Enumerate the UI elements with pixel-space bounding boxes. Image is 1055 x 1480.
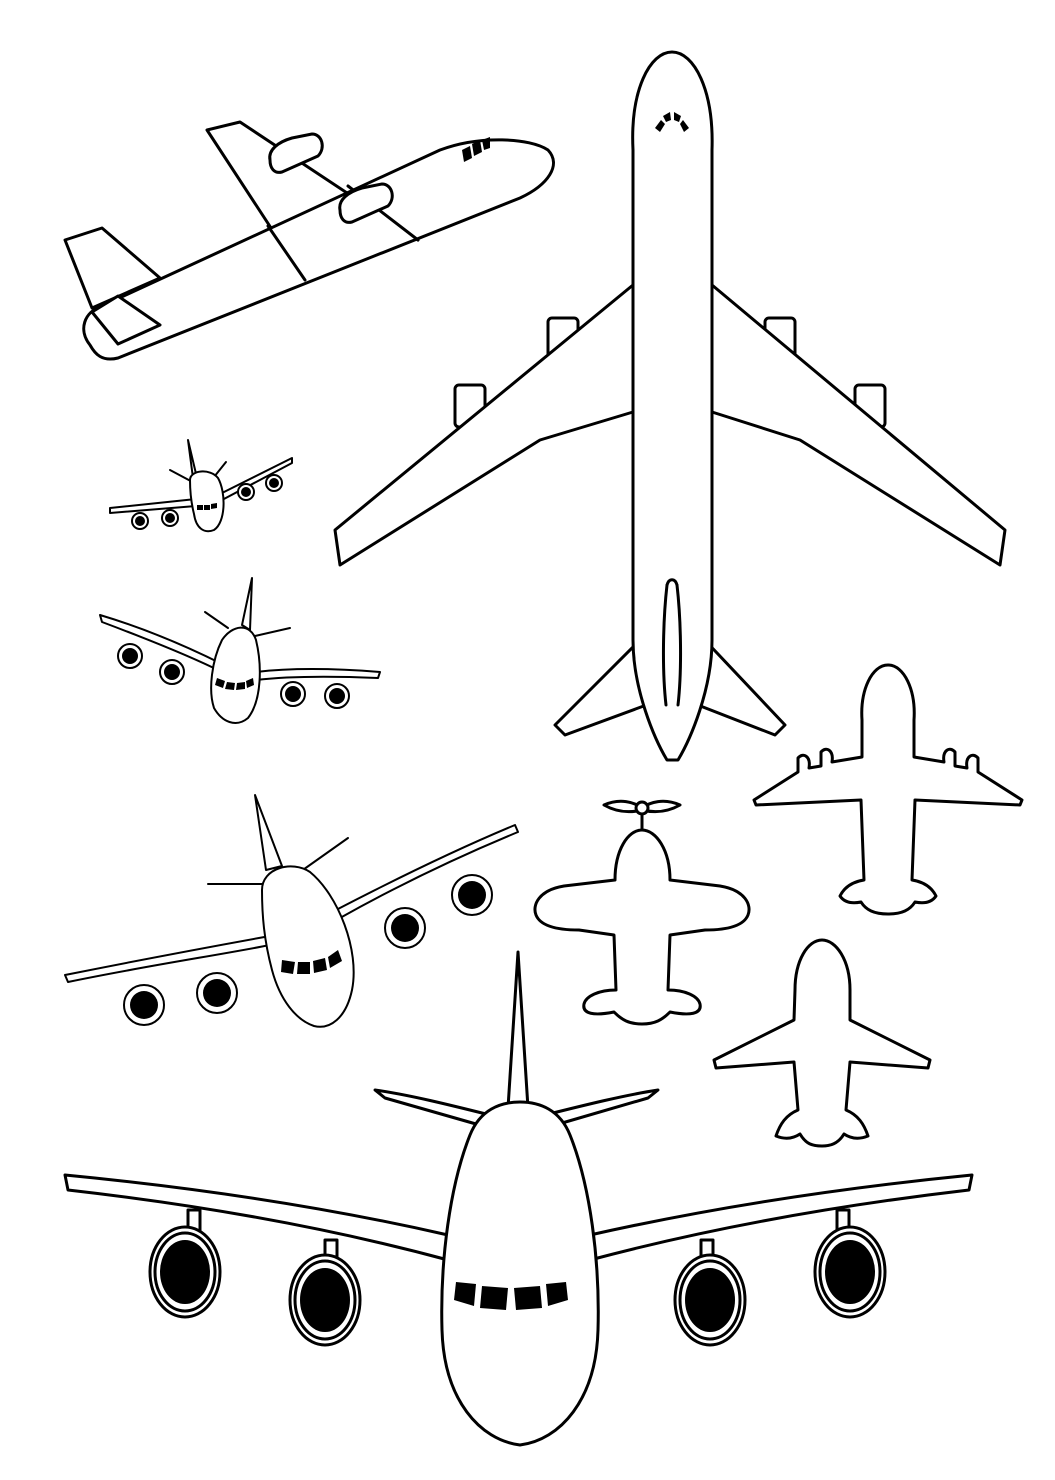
jet-plane-silhouette xyxy=(712,938,932,1148)
small-four-engine-jet-front-view xyxy=(109,439,293,533)
airliner-banking-side-view xyxy=(63,120,555,361)
four-engine-jet-front-view-large xyxy=(64,794,519,1028)
propeller-plane-silhouette xyxy=(533,799,751,1026)
four-engine-jet-front-view-medium xyxy=(99,577,381,724)
four-engine-plane-silhouette xyxy=(752,663,1024,916)
jumbo-jet-front-view-bottom xyxy=(63,950,974,1447)
jumbo-jet-top-view xyxy=(333,50,1007,762)
